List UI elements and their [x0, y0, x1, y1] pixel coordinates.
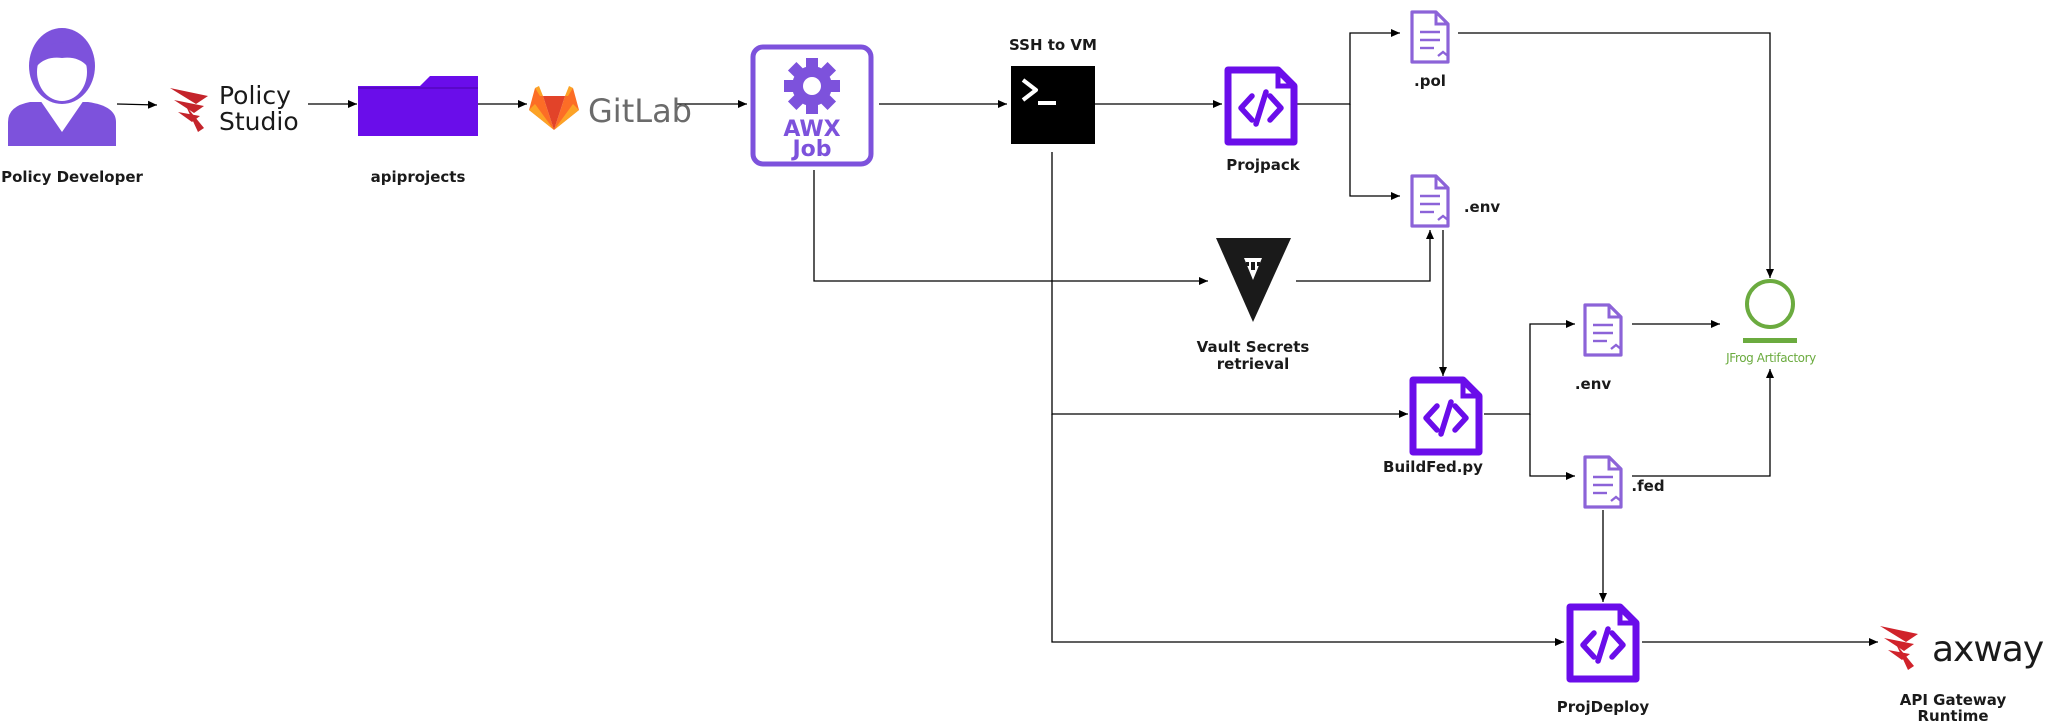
gitlab-logo-icon	[529, 86, 579, 130]
edge-awx-to-vault	[813, 170, 1208, 285]
edge-developer-to-policy-studio	[116, 100, 158, 109]
node-env-file-2[interactable]: .env	[1575, 303, 1623, 393]
node-ssh-to-vm[interactable]: SSH to VM	[1009, 36, 1097, 144]
node-vault[interactable]: Vault Secrets retrieval	[1197, 238, 1310, 373]
node-env-file-1[interactable]: .env	[1410, 174, 1501, 228]
edge-vault-to-env1	[1296, 230, 1434, 282]
folder-icon	[358, 76, 478, 136]
gitlab-wordmark: GitLab	[588, 92, 692, 130]
node-projdeploy[interactable]: ProjDeploy	[1557, 607, 1650, 716]
env2-label: .env	[1575, 375, 1612, 393]
node-buildfed[interactable]: BuildFed.py	[1383, 380, 1483, 476]
policy-developer-label: Policy Developer	[1, 168, 143, 186]
axway-line1: API Gateway	[1900, 691, 2007, 709]
projpack-label: Projpack	[1226, 156, 1301, 174]
gear-icon	[784, 58, 840, 114]
edges	[116, 29, 1878, 646]
ssh-label: SSH to VM	[1009, 36, 1097, 54]
node-fed-file[interactable]: .fed	[1583, 455, 1665, 509]
edge-pol-to-jfrog	[1458, 32, 1774, 278]
axway-wordmark: axway	[1932, 629, 2044, 670]
user-icon	[8, 28, 116, 146]
node-policy-studio[interactable]: Policy Studio	[170, 81, 299, 136]
jfrog-logo-icon	[1743, 279, 1797, 343]
document-icon	[1410, 174, 1450, 228]
code-file-icon	[1228, 70, 1294, 142]
policy-studio-line2: Studio	[219, 107, 299, 136]
document-icon	[1410, 10, 1450, 64]
projdeploy-label: ProjDeploy	[1557, 698, 1650, 716]
node-pol-file[interactable]: .pol	[1410, 10, 1450, 90]
node-policy-developer[interactable]: Policy Developer	[1, 28, 144, 186]
edge-buildfed-to-fed	[1529, 414, 1575, 480]
edge-buildfed-to-env2	[1484, 320, 1575, 415]
edge-ssh-to-buildfed	[1051, 152, 1408, 418]
document-icon	[1583, 455, 1623, 509]
jfrog-label: JFrog Artifactory	[1725, 351, 1816, 365]
node-apiprojects[interactable]: apiprojects	[358, 76, 478, 186]
code-file-icon	[1570, 607, 1636, 679]
edge-projpack-to-pol	[1296, 29, 1400, 105]
policy-studio-line1: Policy	[219, 81, 291, 110]
node-projpack[interactable]: Projpack	[1226, 70, 1301, 174]
terminal-icon	[1011, 66, 1095, 144]
buildfed-label: BuildFed.py	[1383, 458, 1483, 476]
vault-line2: retrieval	[1217, 355, 1290, 373]
axway-line2: Runtime	[1917, 707, 1988, 725]
node-axway[interactable]: axway API Gateway Runtime	[1880, 626, 2045, 725]
edge-ssh-to-projdeploy	[1051, 414, 1564, 646]
pol-label: .pol	[1414, 72, 1446, 90]
fed-label: .fed	[1631, 477, 1664, 495]
edge-fed-to-jfrog	[1632, 369, 1774, 477]
env1-label: .env	[1464, 198, 1501, 216]
vault-line1: Vault Secrets	[1197, 338, 1310, 356]
node-awx-job[interactable]: AWX Job	[750, 44, 874, 167]
document-icon	[1583, 303, 1623, 357]
apiprojects-label: apiprojects	[371, 168, 466, 186]
node-gitlab[interactable]: GitLab	[529, 86, 692, 130]
node-jfrog[interactable]: JFrog Artifactory	[1725, 279, 1817, 365]
awx-line2: Job	[790, 137, 831, 162]
vault-logo-icon	[1216, 238, 1291, 322]
axway-logo-icon	[1880, 626, 1918, 670]
policy-studio-logo-icon	[170, 88, 208, 132]
awx-line1: AWX	[783, 117, 840, 142]
code-file-icon	[1413, 380, 1479, 452]
edge-projpack-to-env1	[1349, 104, 1400, 200]
